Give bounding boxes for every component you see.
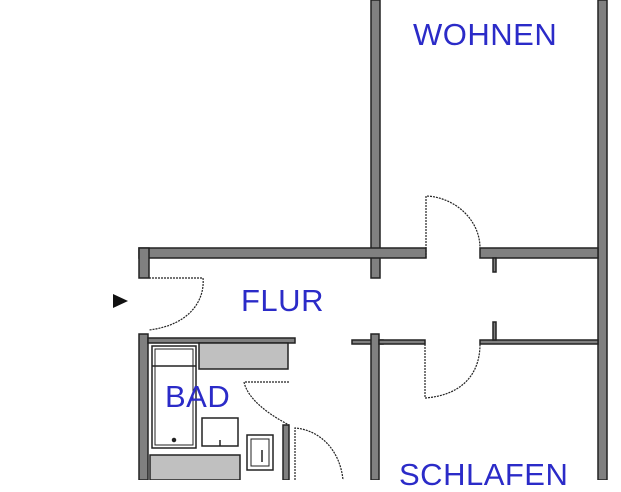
room-label-flur: FLUR xyxy=(241,283,324,318)
wall-bad-left xyxy=(138,333,149,480)
door-wohnen xyxy=(425,195,481,258)
wall-outer-right xyxy=(597,0,608,480)
door-stop-lower xyxy=(492,321,497,341)
wall-flur-left-upper xyxy=(138,247,150,279)
wall-schlafen-left xyxy=(370,333,380,480)
counter-top xyxy=(198,342,289,370)
door-entrance xyxy=(148,277,204,331)
floor-tile xyxy=(149,454,241,480)
door-bad xyxy=(243,381,290,426)
door-lower xyxy=(294,427,344,480)
room-label-bad: BAD xyxy=(165,379,231,414)
room-label-schlafen: SCHLAFEN xyxy=(399,457,569,492)
bathtub-inner xyxy=(154,348,194,446)
arrow-right-icon xyxy=(113,294,128,308)
wall-flur-top xyxy=(138,247,427,259)
wall-flur-top-right xyxy=(479,247,599,259)
wall-flur-bottom-far-right xyxy=(479,339,599,345)
bathtub xyxy=(151,345,197,449)
wall-flur-bottom-right xyxy=(378,339,426,345)
wall-bad-inner xyxy=(282,424,290,480)
door-schlafen xyxy=(424,343,481,399)
room-label-wohnen: WOHNEN xyxy=(413,17,558,52)
floor-plan-drawing xyxy=(113,0,608,480)
wall-wohnen-left xyxy=(370,0,381,279)
door-stop-upper xyxy=(492,257,497,273)
